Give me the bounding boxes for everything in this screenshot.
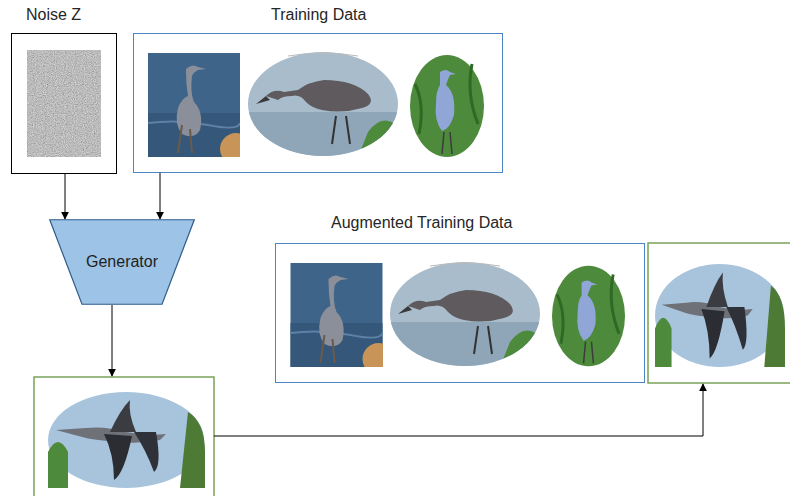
- augmented-photos: [291, 262, 626, 375]
- augmented-data-box: Augmented Training Data: [275, 243, 645, 383]
- added-sample: [655, 264, 785, 367]
- training-photos: [148, 52, 484, 165]
- box-heading: Noise Z: [26, 6, 81, 24]
- box-heading: Training Data: [271, 6, 366, 24]
- added-sample-frame: [648, 243, 790, 383]
- flow-arrow: [160, 173, 161, 219]
- generated-sample-frame: [34, 377, 214, 496]
- generator-trapezoid: Generator: [49, 219, 195, 305]
- generated-sample: [48, 392, 205, 488]
- training-data-box: Training Data: [133, 33, 503, 173]
- noise-box: Noise Z: [11, 33, 117, 174]
- output-arrow: [112, 305, 113, 376]
- flow-arrow: [65, 174, 66, 219]
- augment-arrow: [214, 384, 703, 436]
- box-heading: Augmented Training Data: [331, 214, 512, 232]
- noise-image: [27, 50, 101, 157]
- node-label: Generator: [86, 253, 158, 271]
